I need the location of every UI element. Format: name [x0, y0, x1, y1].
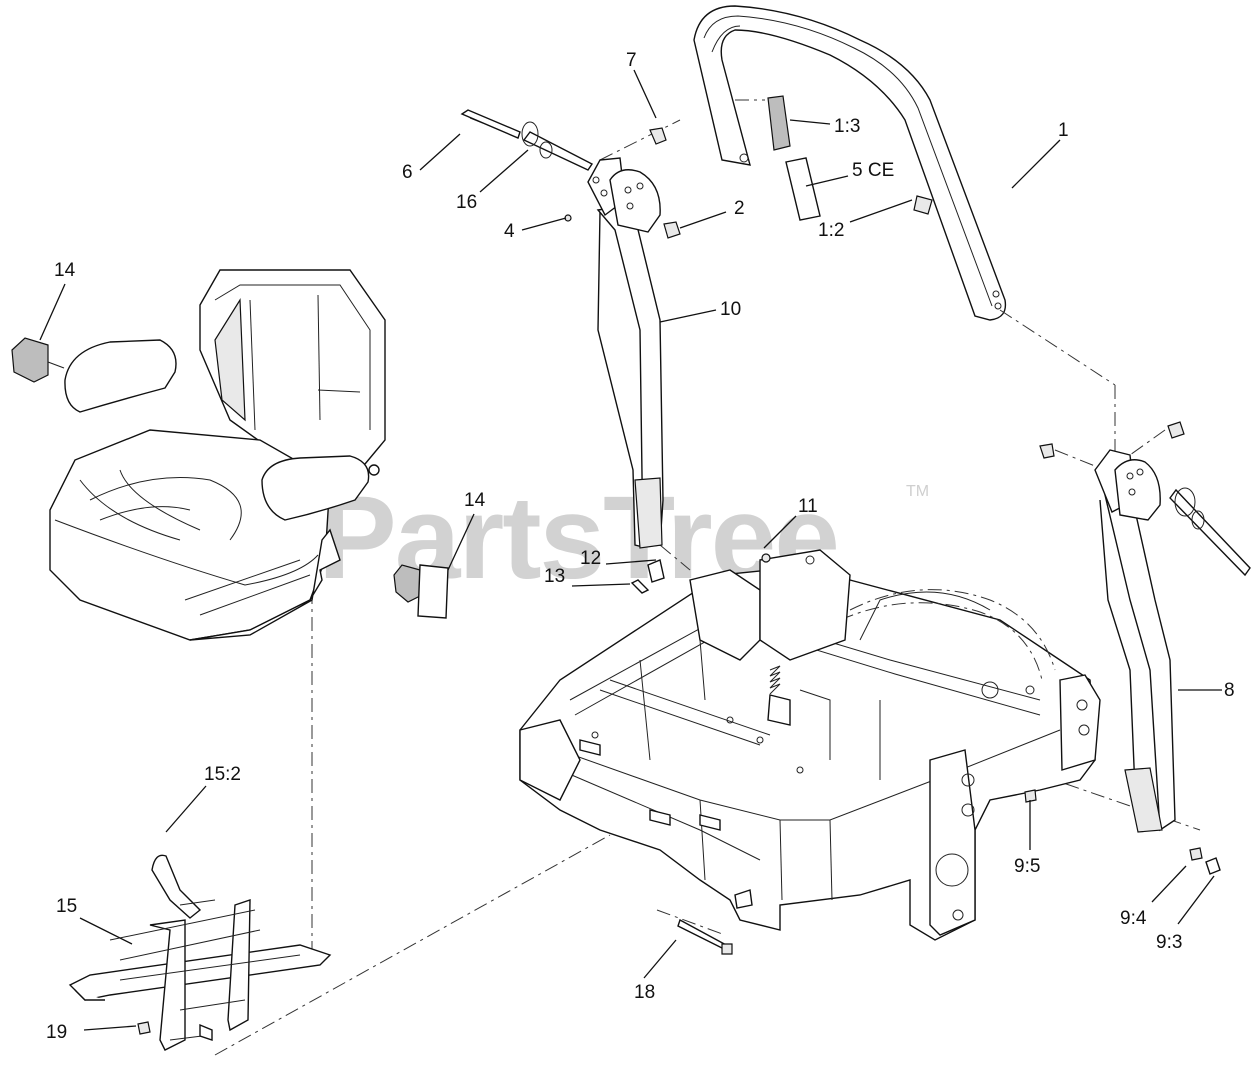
callout-11: 11 [798, 496, 818, 517]
callout-10: 10 [720, 299, 741, 320]
callout-1-2: 1:2 [818, 220, 844, 241]
callout-4: 4 [504, 221, 515, 242]
nut-7 [649, 127, 667, 145]
roll-bar-mount-right [1039, 421, 1251, 875]
callout-19: 19 [46, 1022, 67, 1043]
bolt-9-5 [1024, 789, 1037, 803]
leader-lines [39, 69, 1222, 1031]
nut-19 [137, 1021, 151, 1035]
handle-15-2 [151, 854, 202, 919]
main-frame [519, 549, 1101, 941]
callout-1-3: 1:3 [834, 116, 860, 137]
roll-bar-upper [693, 5, 1007, 321]
callout-8: 8 [1224, 680, 1235, 701]
callout-12: 12 [580, 548, 601, 569]
callout-13: 13 [544, 566, 565, 587]
washer-9-4 [1189, 847, 1203, 861]
hitch-pin-16 [521, 121, 594, 171]
callout-labels: 7 1 1:3 5 CE 1:2 2 4 6 16 10 14 14 11 12… [46, 50, 1235, 1043]
decal-1-3 [767, 95, 791, 151]
callout-9-3: 9:3 [1156, 932, 1182, 953]
callout-7: 7 [626, 50, 637, 71]
callout-14-left: 14 [54, 260, 76, 281]
bolt-6 [460, 109, 521, 139]
callout-2: 2 [734, 198, 745, 219]
nut-2 [663, 221, 681, 239]
seat-adjust-plate-15 [68, 854, 332, 1051]
callout-18: 18 [634, 982, 655, 1003]
bolt-9-3 [1205, 857, 1221, 875]
seat-switch-14-center [393, 564, 449, 619]
decal-1-2 [913, 195, 933, 215]
callout-16: 16 [456, 192, 477, 213]
watermark-tm: TM [906, 483, 929, 500]
spacer-12 [647, 559, 665, 583]
callout-9-4: 9:4 [1120, 908, 1147, 929]
callout-15: 15 [56, 896, 77, 917]
bolt-11 [761, 553, 771, 563]
bolt-13 [630, 579, 650, 594]
callout-14-center: 14 [464, 490, 486, 511]
callout-1: 1 [1058, 120, 1069, 141]
callout-15-2: 15:2 [204, 764, 241, 785]
seat [49, 269, 386, 641]
callout-6: 6 [402, 162, 413, 183]
decal-5-ce [785, 157, 821, 221]
seat-switch-14-left [11, 337, 65, 383]
callout-5-ce: 5 CE [852, 160, 894, 181]
roll-bar-mount-left [460, 109, 681, 549]
callout-9-5: 9:5 [1014, 856, 1040, 877]
bolt-18 [677, 918, 733, 955]
